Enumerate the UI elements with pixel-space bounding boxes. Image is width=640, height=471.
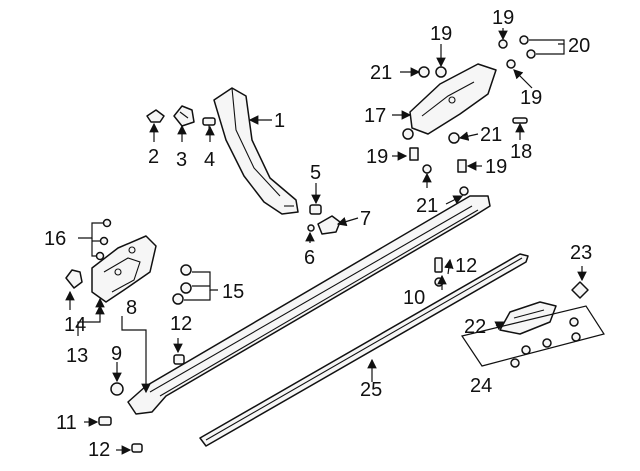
callout-19b: 19 xyxy=(492,7,514,29)
callout-21a: 21 xyxy=(370,62,392,84)
callout-14: 14 xyxy=(64,314,86,336)
pin-part-18 xyxy=(512,117,528,124)
callout-12a: 12 xyxy=(455,255,477,277)
front-bracket-part xyxy=(91,235,157,303)
rocker-panel-part xyxy=(127,195,491,415)
bolt-part-12a xyxy=(173,354,185,365)
callout-18: 18 xyxy=(510,141,532,163)
plug-part-7 xyxy=(317,215,341,235)
callout-5: 5 xyxy=(310,162,321,184)
callout-12c: 12 xyxy=(88,439,110,461)
fastener-part-20 xyxy=(519,35,536,59)
screw-part-4 xyxy=(202,117,216,132)
callout-16: 16 xyxy=(44,228,66,250)
bolt-part-15 xyxy=(172,264,192,305)
callout-6: 6 xyxy=(304,247,315,269)
callout-15: 15 xyxy=(222,281,244,303)
callout-19d: 19 xyxy=(366,146,388,168)
callout-labels: 1 2 3 4 5 6 7 8 9 10 11 12 12 12 13 14 1… xyxy=(44,7,592,461)
callout-4: 4 xyxy=(204,149,215,171)
callout-21c: 21 xyxy=(416,195,438,217)
seal-part-14 xyxy=(65,269,83,289)
clip-part-23 xyxy=(571,281,589,299)
callout-22: 22 xyxy=(464,316,486,338)
clip-part-3 xyxy=(173,105,195,127)
callout-24: 24 xyxy=(470,375,492,397)
callout-12b: 12 xyxy=(170,313,192,335)
callout-19e: 19 xyxy=(485,156,507,178)
fastener-part-5 xyxy=(309,204,322,215)
callout-19c: 19 xyxy=(520,87,542,109)
sill-strip-part xyxy=(199,253,529,447)
callout-20: 20 xyxy=(568,35,590,57)
callout-19a: 19 xyxy=(430,23,452,45)
callout-10: 10 xyxy=(403,287,425,309)
clip-part-2 xyxy=(146,109,165,123)
callout-7: 7 xyxy=(360,208,371,230)
fastener-part-21 xyxy=(418,66,469,196)
pillar-trim-part xyxy=(213,87,299,215)
callout-3: 3 xyxy=(176,149,187,171)
bolt-part-12b xyxy=(131,443,143,453)
callout-8: 8 xyxy=(126,297,137,319)
callout-23: 23 xyxy=(570,242,592,264)
callout-21b: 21 xyxy=(480,124,502,146)
grommet-part-9 xyxy=(110,382,124,396)
callout-2: 2 xyxy=(148,146,159,168)
rear-cap-part xyxy=(499,301,557,335)
callout-25: 25 xyxy=(360,379,382,401)
rear-bracket-part xyxy=(409,63,497,135)
screw-part-11 xyxy=(98,416,112,426)
clip-part-16 xyxy=(95,218,112,261)
callout-9: 9 xyxy=(111,343,122,365)
callout-11: 11 xyxy=(56,412,77,434)
fastener-part-6 xyxy=(307,224,315,232)
callout-17: 17 xyxy=(364,105,386,127)
fastener-part-19 xyxy=(402,39,516,173)
callout-1: 1 xyxy=(274,110,285,132)
hardware-kit-part-24 xyxy=(461,305,605,368)
leader-lines xyxy=(65,28,587,455)
callout-13: 13 xyxy=(66,345,88,367)
